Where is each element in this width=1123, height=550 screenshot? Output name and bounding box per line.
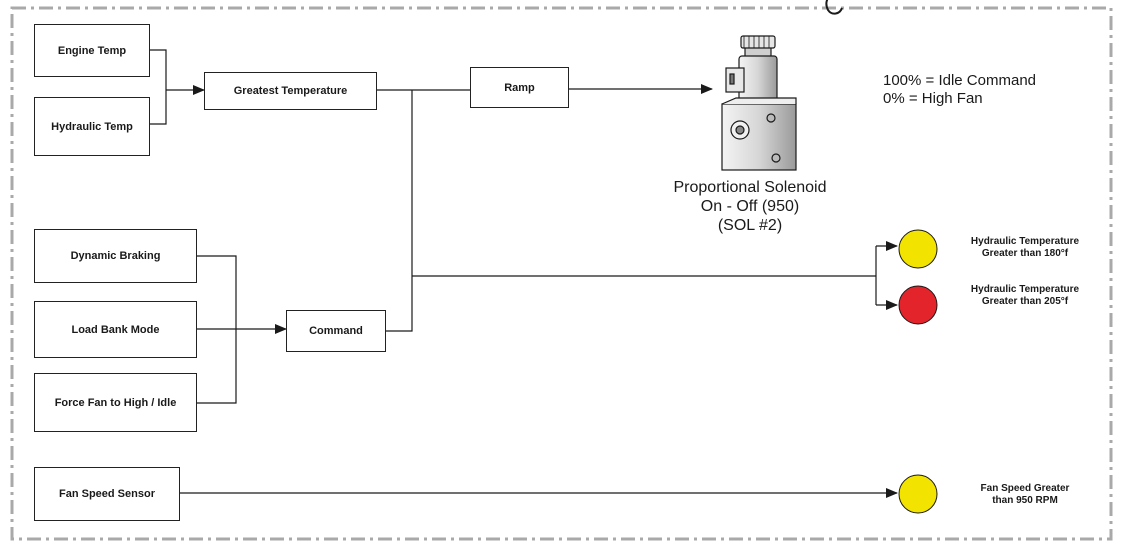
legend-line1: 100% = Idle Command (883, 72, 1037, 89)
legend-line2: 0% = High Fan (883, 90, 983, 107)
fan-speed-sensor-block: Fan Speed Sensor (34, 467, 180, 521)
command-legend: 100% = Idle Command 0% = High Fan (883, 72, 1103, 108)
indicator-label-fan-speed: Fan Speed Greater than 950 RPM (955, 483, 1095, 507)
engine-temp-block: Engine Temp (34, 24, 150, 77)
solenoid-caption: Proportional Solenoid On - Off (950) (SO… (630, 178, 870, 235)
dynamic-braking-block: Dynamic Braking (34, 229, 197, 283)
indicator-label-205f-line2: Greater than 205°f (981, 296, 1069, 307)
indicator-light-205f (898, 285, 938, 325)
indicator-label-205f-line1: Hydraulic Temperature (970, 284, 1080, 295)
solenoid-icon (721, 35, 797, 171)
indicator-label-205f: Hydraulic Temperature Greater than 205°f (950, 284, 1100, 308)
indicator-light-180f (898, 229, 938, 269)
indicator-light-fan-speed (898, 474, 938, 514)
solenoid-caption-line2: On - Off (950) (700, 198, 800, 215)
force-fan-block: Force Fan to High / Idle (34, 373, 197, 432)
connector-lines (150, 49, 898, 498)
cropped-title-glyph (825, 0, 843, 15)
solenoid-caption-line3: (SOL #2) (717, 217, 783, 234)
connector-engine-temp (150, 49, 167, 125)
indicator-label-180f: Hydraulic Temperature Greater than 180°f (950, 236, 1100, 260)
command-block: Command (286, 310, 386, 352)
greatest-temperature-block: Greatest Temperature (204, 72, 377, 110)
hydraulic-temp-block: Hydraulic Temp (34, 97, 150, 156)
indicator-label-180f-line1: Hydraulic Temperature (970, 236, 1080, 247)
page-border (10, 6, 1113, 541)
load-bank-mode-block: Load Bank Mode (34, 301, 197, 358)
indicator-label-fan-speed-line2: than 950 RPM (992, 495, 1058, 506)
indicator-label-fan-speed-line1: Fan Speed Greater (980, 483, 1070, 494)
connector-main-bus (386, 90, 413, 332)
solenoid-caption-line1: Proportional Solenoid (673, 179, 827, 196)
indicator-label-180f-line2: Greater than 180°f (981, 248, 1069, 259)
ramp-block: Ramp (470, 67, 569, 108)
